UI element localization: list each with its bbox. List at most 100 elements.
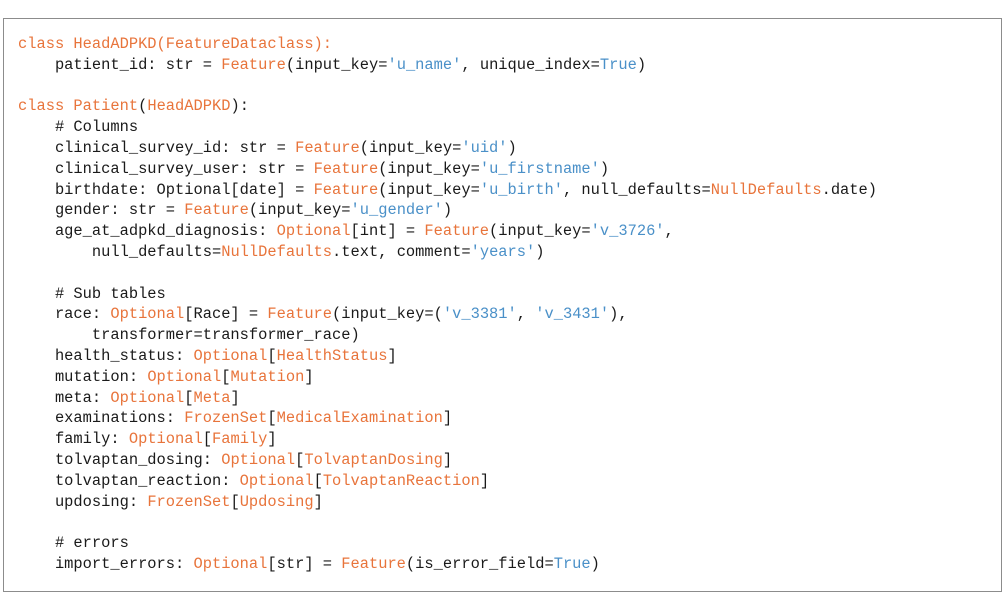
code-line: class Patient(HeadADPKD): [18, 96, 877, 117]
code-token: Feature [313, 180, 379, 199]
code-token: FrozenSet [184, 409, 268, 428]
code-token: ) [590, 554, 600, 573]
code-line [18, 76, 877, 97]
code-token: ] [304, 367, 314, 386]
code-token: ) [636, 55, 647, 74]
code-token: HeadADPKD(FeatureDataclass): [73, 35, 333, 53]
code-token: (input_key= [378, 180, 480, 199]
code-token: 'v_3381' [442, 305, 517, 324]
code-line: mutation: Optional[Mutation] [18, 367, 877, 388]
code-token: [ [184, 388, 194, 407]
code-token: family: [18, 430, 129, 449]
code-token: (input_key= [248, 201, 351, 220]
code-token: ), [609, 305, 628, 324]
code-token: ] [267, 430, 277, 449]
code-token: 'uid' [461, 138, 508, 157]
code-line: tolvaptan_reaction: Optional[TolvaptanRe… [18, 471, 877, 492]
code-token: Feature [341, 554, 406, 573]
code-token: class [18, 35, 74, 53]
code-line: transformer=transformer_race) [18, 325, 877, 346]
code-token: Optional [110, 388, 185, 407]
code-token: , [516, 305, 536, 324]
code-token: 'u_name' [387, 55, 462, 74]
code-token: updosing: [18, 492, 148, 511]
code-listing: class HeadADPKD(FeatureDataclass): patie… [18, 34, 877, 575]
code-token: (input_key= [285, 55, 388, 74]
code-token: Optional [276, 222, 351, 241]
code-token: tolvaptan_dosing: [18, 450, 222, 469]
code-token: gender: str = [18, 201, 185, 220]
code-token: Optional [147, 367, 222, 386]
code-token: null_defaults= [18, 242, 222, 261]
code-line: gender: str = Feature(input_key='u_gende… [18, 200, 877, 221]
code-token: ] [479, 471, 490, 490]
code-token: patient_id: str = [18, 55, 222, 74]
code-token: race: [18, 305, 111, 324]
code-token: NullDefaults [221, 242, 333, 261]
code-token: Feature [313, 159, 379, 178]
code-token: ] [442, 409, 453, 428]
code-token: tolvaptan_reaction: [18, 471, 240, 490]
code-line: class HeadADPKD(FeatureDataclass): [18, 34, 877, 55]
code-token: (is_error_field= [405, 554, 554, 573]
code-token: Optional [221, 450, 296, 469]
code-token: , null_defaults= [562, 180, 711, 199]
code-token: [ [230, 492, 240, 511]
code-line: null_defaults=NullDefaults.text, comment… [18, 242, 877, 263]
code-token: 'u_birth' [479, 180, 563, 199]
code-line: age_at_adpkd_diagnosis: Optional[int] = … [18, 221, 877, 242]
code-token: [ [202, 430, 212, 449]
code-token: clinical_survey_user: str = [18, 159, 314, 178]
code-line: import_errors: Optional[str] = Feature(i… [18, 554, 877, 575]
code-token: # Sub tables [18, 284, 166, 303]
code-token: import_errors: [18, 554, 194, 573]
code-token: ] [387, 346, 397, 365]
code-token: TolvaptanReaction [322, 471, 480, 490]
code-token: clinical_survey_id: str = [18, 138, 296, 157]
code-token: Family [211, 430, 268, 449]
code-token: 'u_gender' [350, 201, 443, 220]
code-token: (input_key= [378, 159, 480, 178]
code-line: # errors [18, 533, 877, 554]
code-token: Optional [128, 430, 203, 449]
code-token: MedicalExamination [276, 409, 443, 428]
code-line: clinical_survey_user: str = Feature(inpu… [18, 159, 877, 180]
code-token: transformer=transformer_race) [18, 326, 360, 345]
code-line: clinical_survey_id: str = Feature(input_… [18, 138, 877, 159]
code-token: , unique_index= [461, 55, 600, 74]
code-token: ): [230, 97, 249, 116]
code-line: race: Optional[Race] = Feature(input_key… [18, 304, 877, 325]
code-token: True [599, 55, 637, 74]
code-token: Optional [193, 554, 268, 573]
code-token: examinations: [18, 409, 185, 428]
code-token: Feature [184, 201, 249, 220]
code-token: # errors [18, 534, 129, 553]
code-token: FrozenSet [147, 492, 231, 511]
code-token: .date) [821, 180, 877, 199]
code-token: 'u_firstname' [479, 159, 600, 178]
code-line: tolvaptan_dosing: Optional[TolvaptanDosi… [18, 450, 877, 471]
code-token: ) [507, 138, 517, 157]
code-token: True [553, 554, 591, 573]
code-token: health_status: [18, 346, 194, 365]
code-token: , [664, 222, 674, 241]
code-token: HeadADPKD [147, 97, 231, 116]
code-line: health_status: Optional[HealthStatus] [18, 346, 877, 367]
code-token: ) [535, 242, 545, 261]
code-token: NullDefaults [710, 180, 822, 199]
code-line: updosing: FrozenSet[Updosing] [18, 492, 877, 513]
code-token: 'years' [470, 242, 536, 261]
code-token: ( [138, 97, 148, 116]
code-token: TolvaptanDosing [304, 450, 443, 469]
code-token: [ [267, 346, 277, 365]
code-token: mutation: [18, 367, 148, 386]
code-token: Feature [221, 55, 286, 74]
code-token: [Race] = [184, 305, 268, 324]
code-line: # Columns [18, 117, 877, 138]
code-token: Patient [73, 97, 139, 116]
code-token: [ [295, 450, 305, 469]
code-token: Feature [424, 222, 490, 241]
code-token: ] [230, 388, 240, 407]
code-token: [ [267, 409, 277, 428]
code-token: ) [442, 201, 453, 220]
